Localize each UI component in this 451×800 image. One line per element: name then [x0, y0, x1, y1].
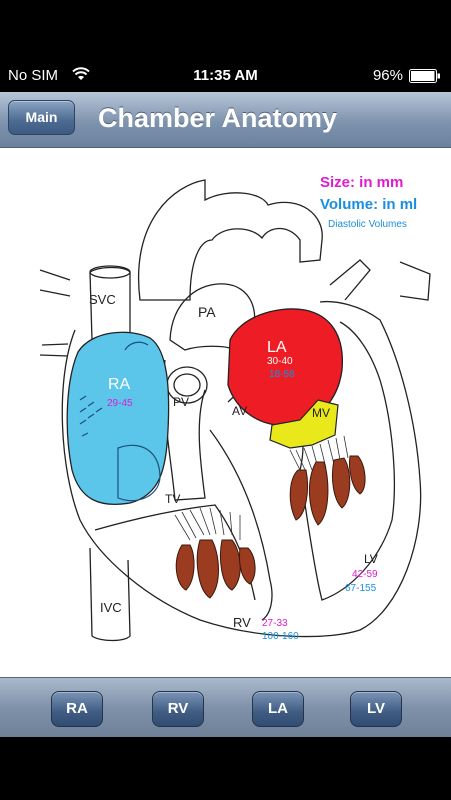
- label-ra: RA: [108, 376, 131, 393]
- clock: 11:35 AM: [193, 67, 258, 84]
- lv-chordae: [289, 435, 349, 473]
- ra-texture: [79, 341, 161, 502]
- lv-volume: 67-155: [345, 583, 377, 594]
- lv-papillary-muscles: [289, 455, 366, 526]
- rv-volume: 100-160: [262, 631, 299, 642]
- wifi-icon: [72, 67, 90, 80]
- page-title: Chamber Anatomy: [98, 103, 338, 133]
- tab-ra[interactable]: RA: [51, 691, 103, 727]
- navigation-bar: Main Chamber Anatomy: [0, 92, 451, 148]
- rv-size: 27-33: [262, 618, 288, 629]
- tab-lv[interactable]: LV: [350, 691, 402, 727]
- la-size: 30-40: [267, 356, 293, 367]
- label-lv: LV: [364, 552, 378, 566]
- left-atrium: [227, 308, 344, 426]
- bottom-bezel: [0, 737, 451, 800]
- label-pv: PV: [173, 395, 189, 409]
- heart-diagram: Size: in mm Volume: in ml Diastolic Volu…: [39, 174, 431, 642]
- content-area: Size: in mm Volume: in ml Diastolic Volu…: [0, 148, 451, 677]
- right-atrium: [66, 331, 170, 506]
- label-ivc: IVC: [100, 600, 122, 615]
- tab-la[interactable]: LA: [252, 691, 304, 727]
- lv-size: 42-59: [352, 569, 378, 580]
- legend-note: Diastolic Volumes: [328, 219, 407, 230]
- heart-outline: [39, 179, 431, 642]
- chamber-tab-bar: RA RV LA LV: [0, 677, 451, 737]
- main-button[interactable]: Main: [8, 100, 75, 135]
- carrier-label: No SIM: [8, 67, 59, 84]
- legend-size: Size: in mm: [320, 174, 403, 191]
- legend-volume: Volume: in ml: [320, 196, 417, 213]
- battery-icon: [409, 69, 440, 83]
- label-svc: SVC: [89, 292, 116, 307]
- la-volume: 18-58: [269, 369, 295, 380]
- label-av: AV: [232, 404, 247, 418]
- status-bar: No SIM 11:35 AM 96%: [0, 58, 451, 92]
- mitral-valve: [269, 399, 339, 449]
- label-mv: MV: [312, 406, 330, 420]
- ra-size: 29-45: [107, 398, 133, 409]
- rv-papillary-muscles: [175, 539, 256, 599]
- label-pa: PA: [198, 304, 216, 320]
- label-la: LA: [267, 339, 287, 356]
- rv-chordae: [174, 507, 241, 541]
- label-tv: TV: [165, 492, 180, 506]
- tab-rv[interactable]: RV: [152, 691, 204, 727]
- label-rv: RV: [233, 615, 251, 630]
- battery-percent: 96%: [372, 67, 403, 84]
